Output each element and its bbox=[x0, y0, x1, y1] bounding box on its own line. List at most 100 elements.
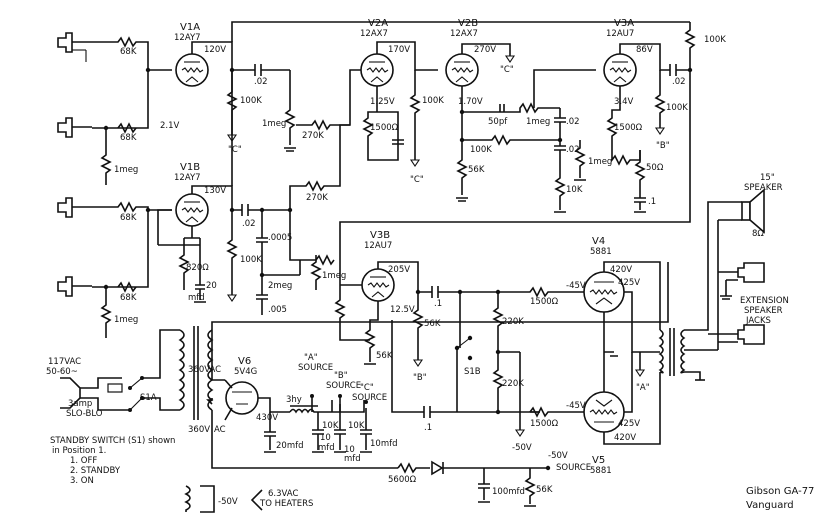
v5-screen-v: 425V bbox=[618, 419, 640, 429]
s1b-label: S1B bbox=[464, 367, 481, 377]
source-a-1: "A" bbox=[304, 353, 318, 363]
standby-item: 2. STANDBY bbox=[70, 466, 121, 476]
s1a-label: S1A bbox=[140, 393, 157, 403]
v5-grid-v: -45V bbox=[566, 401, 586, 411]
fuse-icon bbox=[107, 383, 123, 393]
source-b-1: "B" bbox=[334, 371, 348, 381]
volume-1meg-label: 1meg bbox=[262, 119, 286, 129]
res-1meg-label: 1meg bbox=[114, 165, 138, 175]
tube-v3a-icon bbox=[603, 53, 637, 87]
input-jack-3 bbox=[57, 197, 92, 218]
bias-neg50-label: -50V bbox=[512, 443, 532, 453]
s1b-switch-icon bbox=[454, 292, 473, 412]
res-10k-label: 10K bbox=[348, 421, 365, 431]
cap-10mfd-label: 10mfd bbox=[370, 439, 397, 449]
res-1500-label: 1500Ω bbox=[614, 123, 643, 133]
node-c-label: "C" bbox=[500, 65, 514, 75]
power-transformer-icon bbox=[178, 326, 398, 469]
res-10k-label: 10K bbox=[566, 185, 583, 195]
res-56k-label: 56K bbox=[536, 485, 553, 495]
fuse-type: SLO-BLO bbox=[66, 409, 103, 419]
res-270k-label: 270K bbox=[302, 131, 324, 141]
mains-freq: 50-60~ bbox=[46, 367, 78, 377]
res-68k-label: 68K bbox=[120, 213, 137, 223]
cap-100mfd-label: 100mfd bbox=[492, 487, 525, 497]
res-68k-label: 68K bbox=[120, 293, 137, 303]
v4-screen-v: 425V bbox=[618, 278, 640, 288]
cap-005-label: .005 bbox=[268, 305, 287, 315]
node-a-label: "A" bbox=[636, 383, 650, 393]
choke-label: 3hy bbox=[286, 395, 302, 405]
res-100k-label: 100K bbox=[240, 255, 262, 265]
s1a-switch-icon bbox=[128, 329, 180, 412]
res-100k-label: 100K bbox=[470, 145, 492, 155]
v2a-type: 12AX7 bbox=[360, 29, 388, 39]
bias-source-1: -50V bbox=[548, 451, 568, 461]
node-b-label: "B" bbox=[413, 373, 427, 383]
cap-1-label: .1 bbox=[434, 299, 442, 309]
v1a-type: 12AY7 bbox=[174, 33, 201, 43]
speaker-label: SPEAKER bbox=[744, 183, 783, 193]
v1b-id: V1B bbox=[180, 162, 200, 173]
choke-icon bbox=[289, 405, 318, 414]
v1a-plate-v: 120V bbox=[204, 45, 226, 55]
res-56k-label: 56K bbox=[424, 319, 441, 329]
heaters-2: TO HEATERS bbox=[259, 499, 313, 509]
output-transformer-icon bbox=[658, 220, 718, 381]
v4-id: V4 bbox=[592, 236, 605, 247]
res-56k-label: 56K bbox=[468, 165, 485, 175]
speaker-size: 15" bbox=[760, 173, 775, 183]
ext-jacks-2: SPEAKER bbox=[744, 306, 783, 316]
standby-note-1: STANDBY SWITCH (S1) shown bbox=[50, 436, 175, 446]
res-100k-label: 100K bbox=[240, 96, 262, 106]
title-name: Vanguard bbox=[746, 500, 794, 511]
v5-plate-v: 420V bbox=[614, 433, 636, 443]
bias-diode-icon bbox=[431, 460, 444, 476]
cap-02-label: .02 bbox=[566, 117, 580, 127]
input-jack-4 bbox=[57, 276, 92, 297]
res-220k-label: 220K bbox=[502, 379, 524, 389]
source-c-1: "C" bbox=[360, 383, 374, 393]
b-plus-430: 430V bbox=[256, 413, 278, 423]
v2b-type: 12AX7 bbox=[450, 29, 478, 39]
v2a-cathode-v: 1.25V bbox=[370, 97, 395, 107]
ext-jacks-1: EXTENSION bbox=[740, 296, 789, 306]
v3a-type: 12AU7 bbox=[606, 29, 634, 39]
extension-jack-1 bbox=[718, 262, 765, 283]
node-b-label: "B" bbox=[656, 141, 670, 151]
cap-0005-label: .0005 bbox=[268, 233, 292, 243]
res-68k-label: 68K bbox=[120, 133, 137, 143]
source-c-2: SOURCE bbox=[352, 393, 387, 403]
bias-source-2: SOURCE bbox=[556, 463, 591, 473]
tube-v1a-icon bbox=[175, 53, 209, 87]
input-jack-1 bbox=[57, 32, 92, 62]
v3b-plate-v: 205V bbox=[388, 265, 410, 275]
cap-10-label: 10 bbox=[344, 445, 355, 455]
res-820-label: 820Ω bbox=[186, 263, 209, 273]
v2a-id: V2A bbox=[368, 18, 388, 29]
fuse-rating: 3amp bbox=[68, 399, 92, 409]
res-1500-label: 1500Ω bbox=[530, 419, 559, 429]
mains-voltage: 117VAC bbox=[48, 357, 81, 367]
v2b-cathode-v: 1.70V bbox=[458, 97, 483, 107]
standby-item: 3. ON bbox=[70, 476, 94, 486]
v4-grid-v: -45V bbox=[566, 281, 586, 291]
v3b-id: V3B bbox=[370, 230, 390, 241]
tube-v1b-icon bbox=[175, 193, 209, 227]
v2b-id: V2B bbox=[458, 18, 478, 29]
node-c-label: "C" bbox=[228, 145, 242, 155]
res-1meg-label: 1meg bbox=[322, 271, 346, 281]
cap-02-label: .02 bbox=[672, 77, 686, 87]
cap-label: .02 bbox=[254, 77, 268, 87]
source-b-2: SOURCE bbox=[326, 381, 361, 391]
res-56k-label: 56K bbox=[376, 351, 393, 361]
cap-label: .02 bbox=[242, 219, 256, 229]
heater-neg50: -50V bbox=[218, 497, 238, 507]
res-1500-label: 1500Ω bbox=[530, 297, 559, 307]
v1a-id: V1A bbox=[180, 22, 200, 33]
res-5600-label: 5600Ω bbox=[388, 475, 417, 485]
v3b-type: 12AU7 bbox=[364, 241, 392, 251]
v2b-plate-v: 270V bbox=[474, 45, 496, 55]
cap-1-label: .1 bbox=[424, 423, 432, 433]
